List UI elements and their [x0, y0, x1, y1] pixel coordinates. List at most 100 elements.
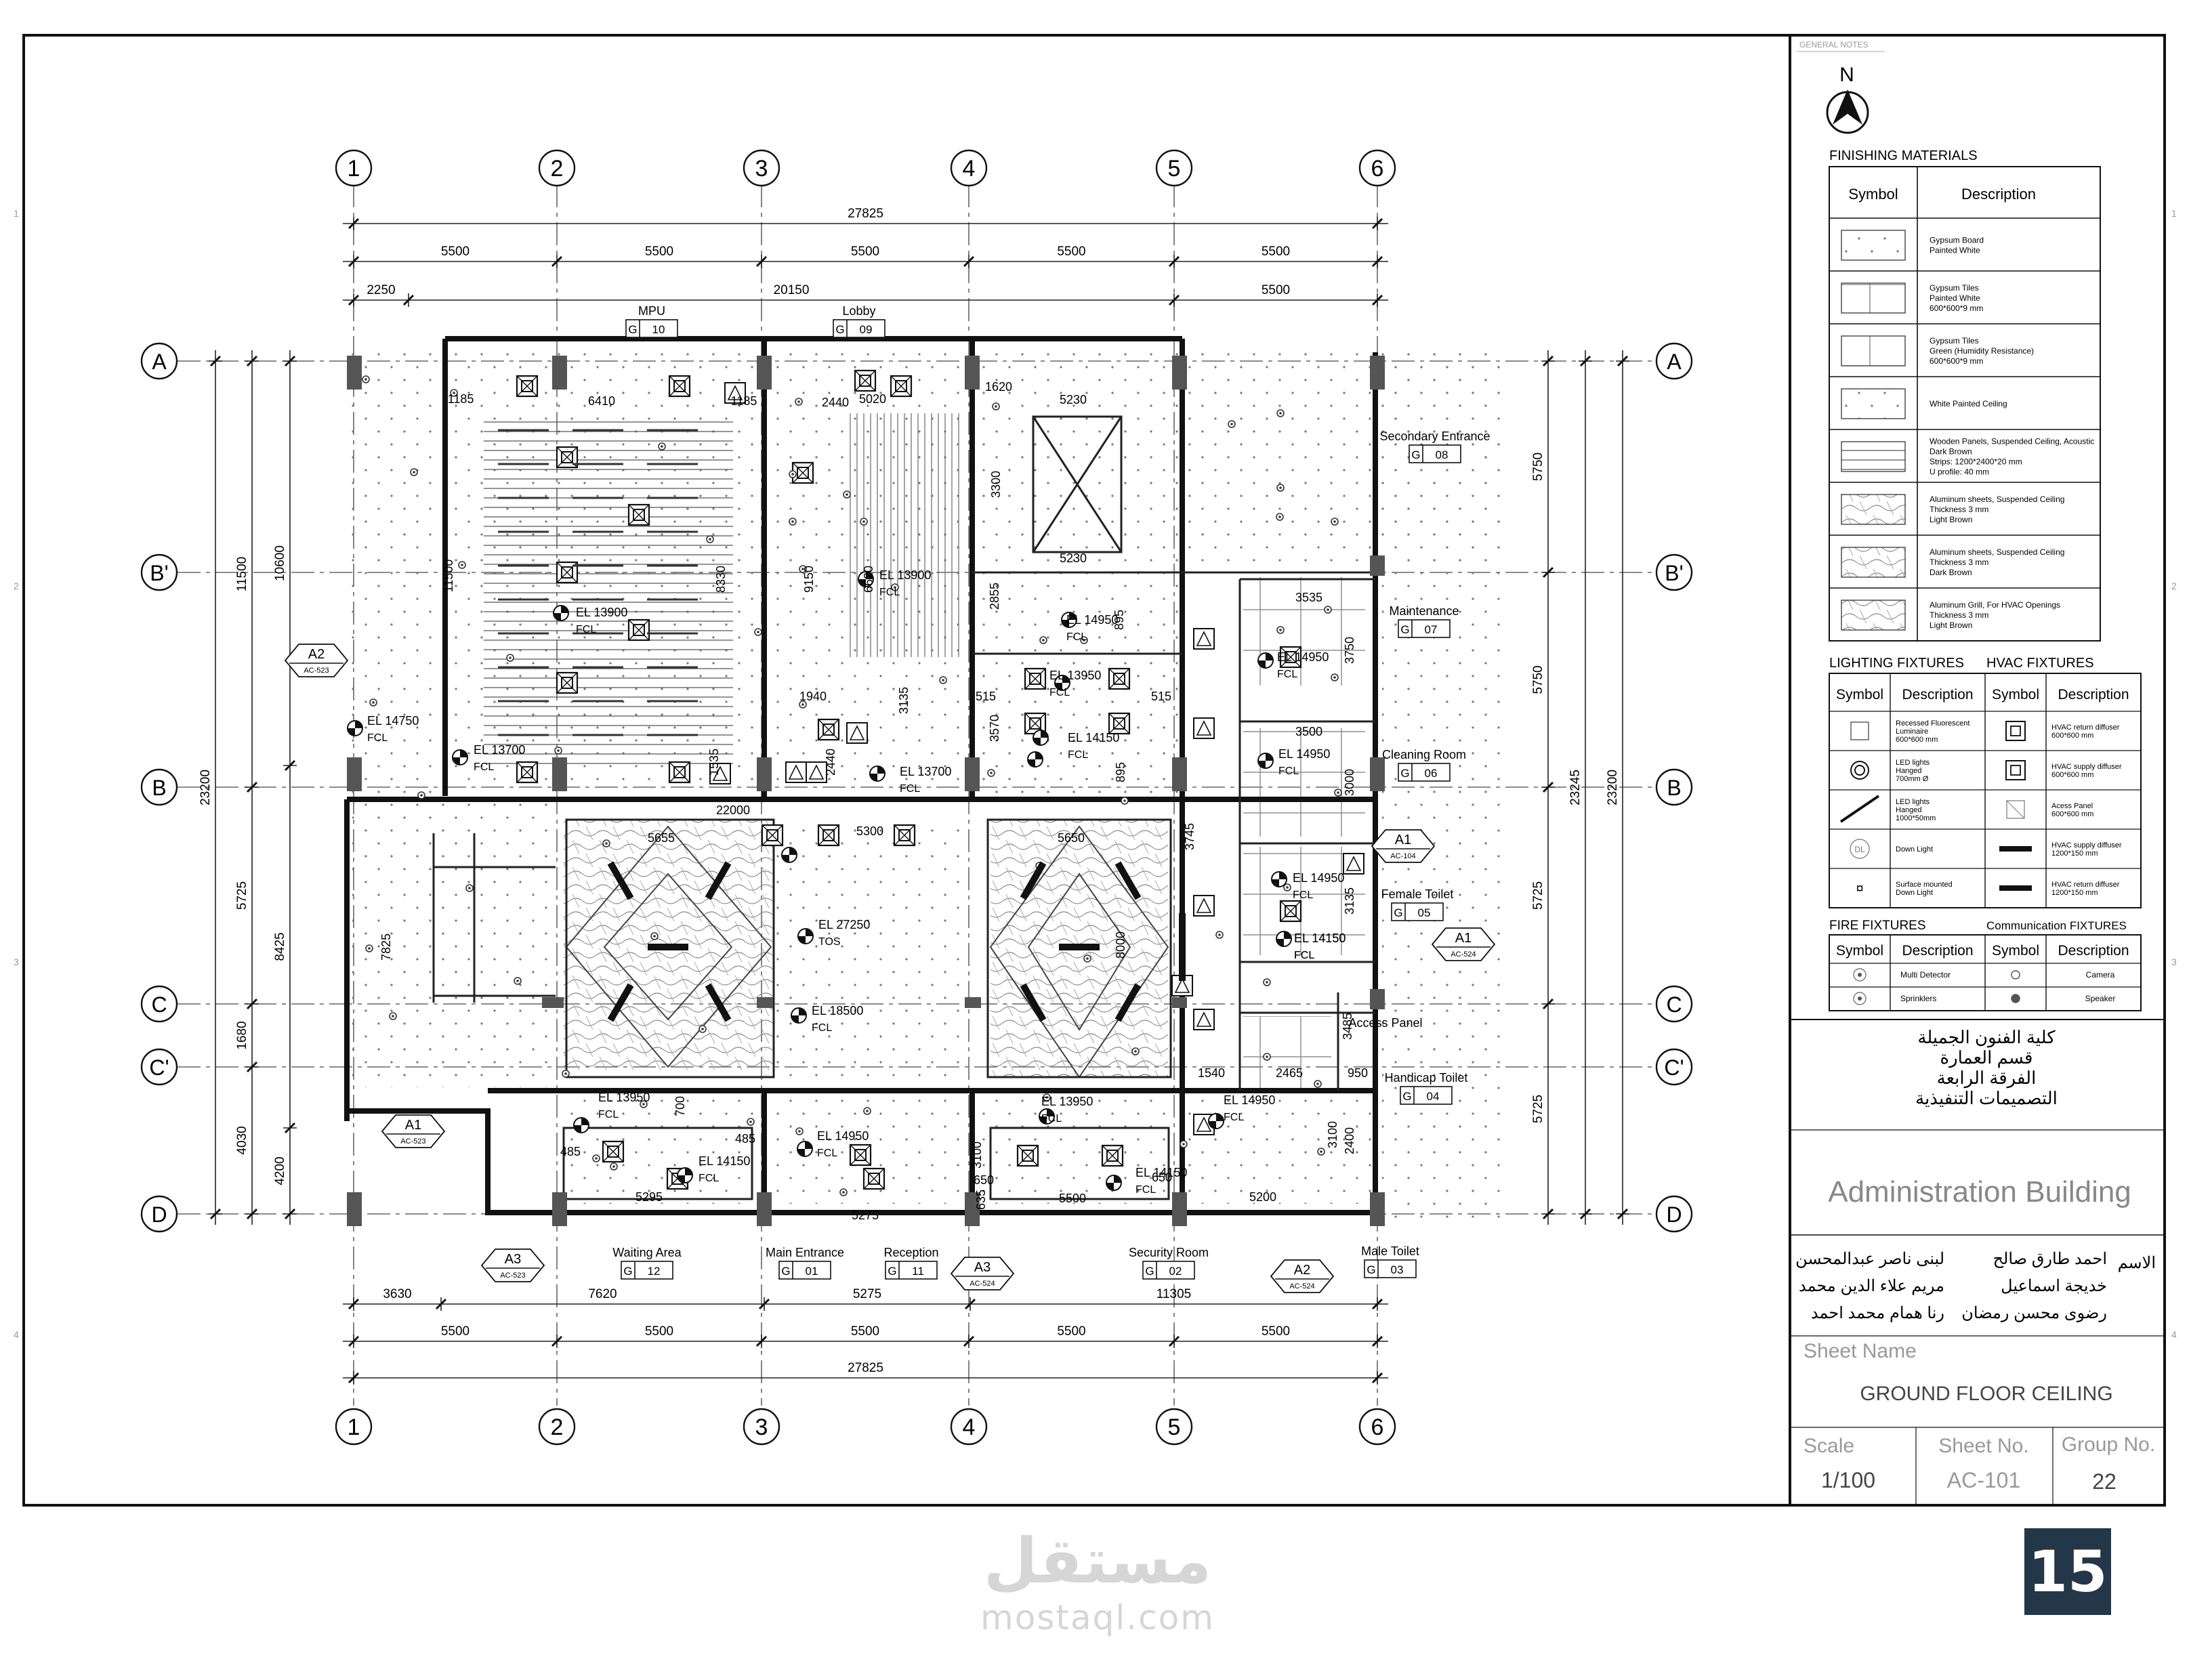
section-id: A3 — [974, 1260, 991, 1275]
access-panel-icon — [2006, 800, 2025, 819]
internal-dimension: 895 — [1112, 610, 1126, 630]
names-label: الاسم — [2118, 1254, 2156, 1272]
sprinkler-icon — [562, 1070, 570, 1078]
internal-dimension: 6410 — [588, 394, 615, 408]
elevation-marker-icon — [781, 847, 797, 863]
margin-number-right: 3 — [2171, 957, 2177, 967]
sprinkler-icon — [592, 1154, 600, 1162]
dimension-label: 4030 — [235, 1126, 249, 1154]
hanged-led-linear-icon — [1839, 795, 1880, 823]
dimension-label: 27825 — [848, 207, 883, 221]
recessed-luminaire-icon — [1850, 721, 1869, 740]
elevation-sub-label: FCL — [1041, 1113, 1062, 1125]
room-number: 07 — [1425, 623, 1438, 636]
access-panel-icon — [1193, 895, 1215, 917]
hvac-description: HVAC supply diffuser — [2051, 841, 2122, 849]
internal-dimension: 11500 — [442, 560, 455, 593]
finishing-swatch — [1841, 335, 1906, 366]
grid-bubble — [743, 1408, 780, 1446]
grid-bubble — [538, 1408, 576, 1446]
room-code: G — [1400, 623, 1409, 636]
room-code: G — [628, 323, 637, 336]
dimension-label: 5500 — [441, 245, 470, 259]
sprinkler-icon — [706, 535, 714, 543]
sprinkler-icon — [789, 518, 797, 526]
room-number: 12 — [648, 1265, 661, 1278]
dimension-label: 23200 — [199, 770, 213, 805]
student-name: احمد طارق صالح — [1993, 1250, 2107, 1268]
internal-dimension: 5295 — [635, 1190, 663, 1204]
finishing-swatch — [1841, 600, 1906, 631]
sprinkler-icon — [789, 470, 797, 478]
grid-bubble — [335, 149, 373, 187]
lighting-description: Down Light — [1896, 889, 1933, 897]
room-name: Male Toilet — [1361, 1244, 1419, 1258]
sprinkler-icon — [839, 1188, 848, 1196]
sprinkler-icon — [1228, 420, 1236, 428]
internal-dimension: 2465 — [1276, 1066, 1303, 1080]
internal-dimension: 8330 — [714, 566, 728, 593]
internal-dimension: 700 — [673, 1096, 687, 1116]
internal-dimension: 5200 — [1249, 1190, 1276, 1204]
elevation-sub-label: FCL — [1224, 1112, 1244, 1123]
hvac-description: HVAC supply diffuser — [2051, 763, 2122, 771]
internal-dimension: 5230 — [1060, 393, 1087, 406]
finishing-description: Gypsum Tiles — [1930, 283, 1979, 293]
hvac-diffuser-icon — [2005, 760, 2026, 780]
elevation-marker-icon — [347, 720, 363, 736]
internal-dimension: 950 — [1348, 1066, 1368, 1080]
school-line: التصميمات التنفيذية — [1915, 1088, 2058, 1108]
grid-bubble — [140, 768, 178, 806]
grid-row-label: B — [152, 776, 166, 800]
column-header-description: Description — [1902, 943, 1973, 959]
sprinkler-icon — [1043, 1093, 1051, 1101]
lighting-description: Recessed Fluorescent — [1896, 719, 1969, 728]
sprinkler-icon — [891, 583, 899, 591]
hvac-description: 1200*150 mm — [2051, 849, 2098, 858]
finishing-description: White Painted Ceiling — [1930, 399, 2007, 408]
room-name: Waiting Area — [612, 1246, 682, 1259]
elevation-marker-icon — [1033, 730, 1049, 746]
north-label: N — [1839, 64, 1854, 86]
hvac-diffuser-icon — [2005, 721, 2026, 741]
dimension-label: 5500 — [441, 1324, 470, 1339]
dimension-label: 8425 — [273, 932, 287, 961]
sheet-number-label: Sheet No. — [1938, 1435, 2028, 1457]
hvac-diffuser-icon — [817, 824, 840, 847]
finishing-description: Painted White — [1930, 293, 1980, 303]
internal-dimension: 5655 — [648, 831, 675, 845]
grid-row-label: D — [1666, 1202, 1682, 1227]
grid-row-label: A — [152, 350, 167, 374]
hvac-diffuser-icon — [854, 369, 877, 392]
elevation-label: EL 27250 — [818, 918, 870, 931]
finishing-description: U profile: 40 mm — [1930, 467, 1989, 477]
elevation-label: EL 14150 — [1068, 731, 1119, 744]
room-name: Lobby — [842, 304, 875, 318]
grid-column-label: 3 — [755, 156, 768, 182]
finishing-description: Thickness 3 mm — [1930, 558, 1988, 567]
access-panel-icon — [785, 761, 807, 783]
internal-dimension: 895 — [1114, 762, 1127, 782]
internal-dimension: 635 — [974, 1190, 988, 1210]
sheet-name: GROUND FLOOR CEILING — [1860, 1383, 2112, 1405]
elevation-marker-icon — [869, 765, 885, 782]
sprinkler-icon — [1853, 992, 1867, 1005]
grid-bubble — [743, 149, 780, 187]
lighting-description: Hanged — [1896, 806, 1922, 814]
elevation-label: EL 14750 — [367, 714, 419, 728]
grid-bubble — [1358, 1408, 1396, 1446]
hvac-diffuser-icon — [516, 761, 539, 784]
lighting-description: 600*600 mm — [1896, 736, 1938, 744]
internal-dimension: 2855 — [988, 583, 1001, 610]
room-name: Reception — [883, 1246, 938, 1259]
elevation-label: EL 13950 — [1049, 669, 1101, 682]
access-panel-icon — [709, 763, 731, 784]
finishing-swatch — [1841, 547, 1906, 578]
sprinkler-icon — [1276, 409, 1285, 417]
grid-bubble — [950, 149, 988, 187]
internal-dimension: Access Panel — [1348, 1016, 1422, 1030]
